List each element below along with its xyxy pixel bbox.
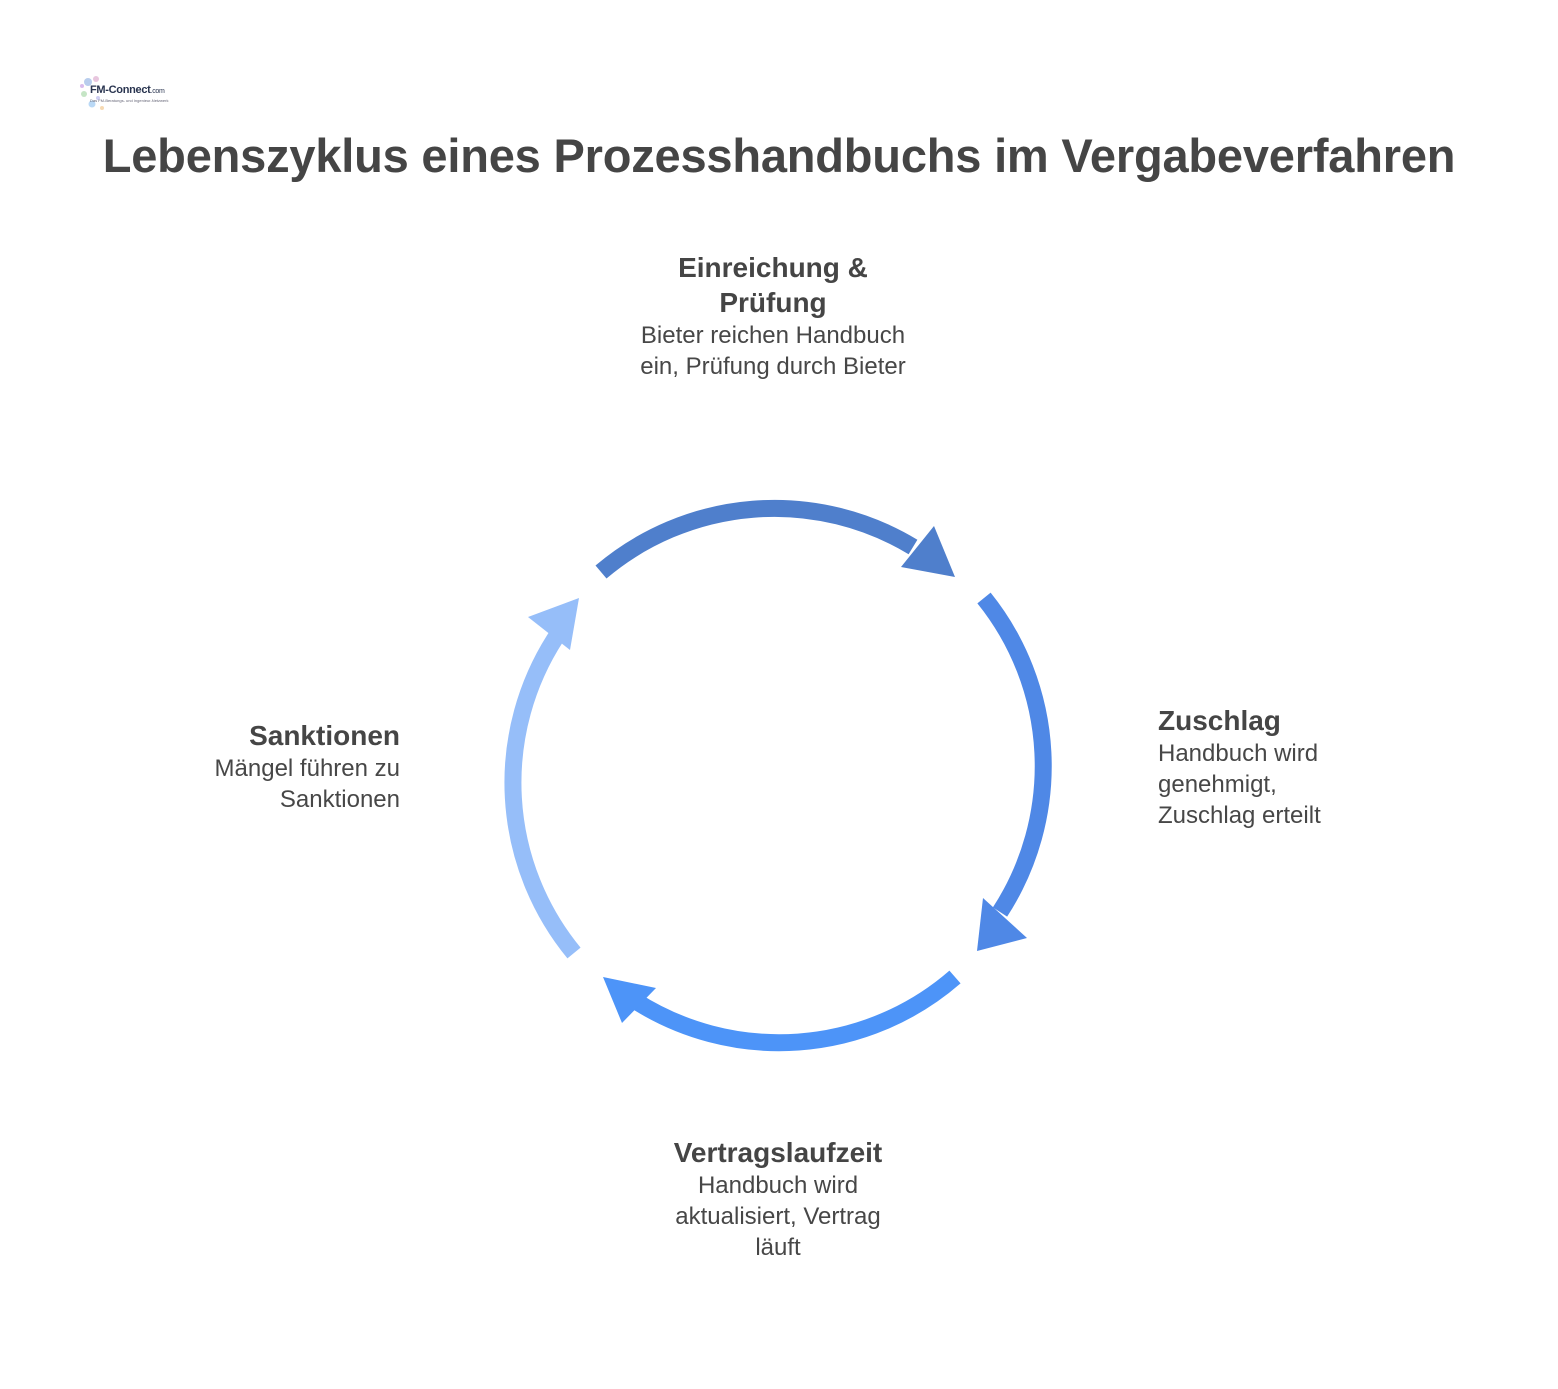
cycle-arrow-bottom (629, 970, 961, 1052)
cycle-arrow-right (977, 592, 1052, 917)
stage-title: Einreichung & Prüfung (678, 252, 868, 318)
page-title: Lebenszyklus eines Prozesshandbuchs im V… (102, 129, 1456, 182)
cycle-arrowhead-bottom (603, 977, 656, 1023)
stage-title: Sanktionen (249, 720, 400, 751)
stage-sanktionen: Sanktionen Mängel führen zu Sanktionen (150, 718, 400, 815)
cycle-arrowhead-top (901, 526, 955, 577)
logo-splash-icon (80, 76, 104, 110)
cycle-arrow-top (595, 499, 918, 579)
stage-einreichung: Einreichung & Prüfung Bieter reichen Han… (608, 250, 938, 382)
cycle-arrowhead-right (977, 898, 1027, 951)
logo-wordmark: FM-Connect.com (90, 84, 165, 96)
stage-zuschlag: Zuschlag Handbuch wird genehmigt, Zuschl… (1158, 703, 1378, 831)
cycle-arrow-left (504, 632, 581, 959)
stage-description: Handbuch wird genehmigt, Zuschlag erteil… (1158, 740, 1321, 829)
logo: FM-Connect.com Das FM-Beratungs- und Ing… (78, 74, 168, 114)
stage-description: Handbuch wird aktualisiert, Vertrag läuf… (675, 1172, 881, 1261)
stage-vertragslaufzeit: Vertragslaufzeit Handbuch wird aktualisi… (628, 1135, 928, 1263)
logo-tagline: Das FM-Beratungs- und Ingenieur-Netzwerk (90, 98, 169, 103)
cycle-arrowhead-left (528, 598, 579, 650)
stage-description: Bieter reichen Handbuch ein, Prüfung dur… (640, 322, 906, 380)
stage-description: Mängel führen zu Sanktionen (214, 755, 400, 813)
stage-title: Zuschlag (1158, 705, 1281, 736)
stage-title: Vertragslaufzeit (673, 1137, 883, 1168)
